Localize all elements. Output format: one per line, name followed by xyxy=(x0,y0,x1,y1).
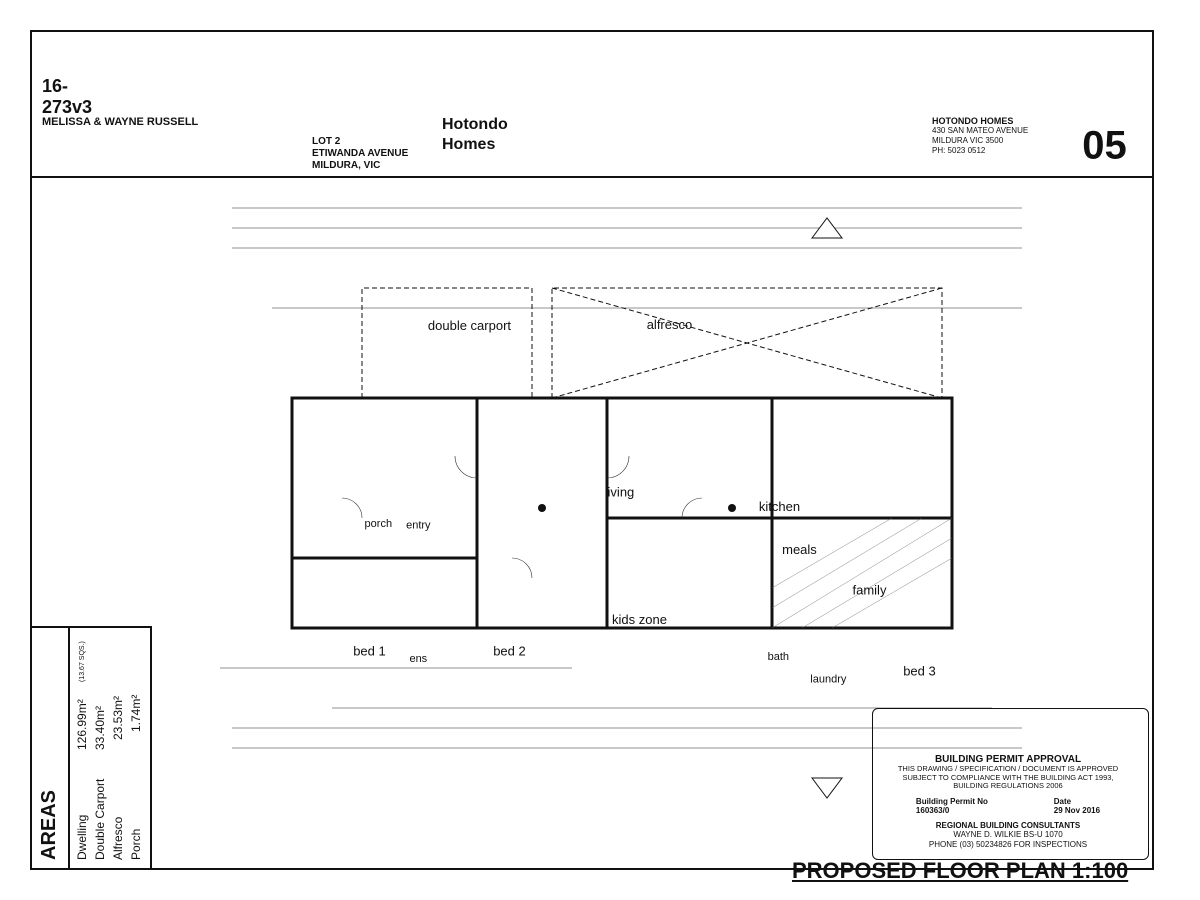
permit-stamp: BUILDING PERMIT APPROVAL THIS DRAWING / … xyxy=(872,708,1149,860)
area-value-porch: 1.74m² xyxy=(129,694,143,732)
builder-address-1: 430 SAN MATEO AVENUE xyxy=(932,126,1029,135)
area-label-porch: Porch xyxy=(129,828,143,860)
room-laundry: laundry xyxy=(810,673,847,686)
permit-text: BUILDING REGULATIONS 2006 xyxy=(953,781,1063,791)
room-kids-zone: kids zone xyxy=(612,612,667,628)
room-entry: entry xyxy=(406,519,431,532)
room-bed1: bed 1 xyxy=(353,643,386,659)
section-marker-bottom xyxy=(811,777,843,799)
floor-plan xyxy=(220,207,1022,799)
room-family: family xyxy=(852,582,887,598)
areas-title: AREAS xyxy=(38,789,60,860)
area-value-carport: 33.40m² xyxy=(93,705,107,750)
job-address-2: ETIWANDA AVENUE xyxy=(312,148,409,159)
logo-homes: Homes xyxy=(442,136,496,153)
builder-address-2: MILDURA VIC 3500 xyxy=(932,136,1004,145)
room-bed2: bed 2 xyxy=(493,643,526,659)
room-living: living xyxy=(604,484,635,500)
sheet-number: 05 xyxy=(1082,123,1127,168)
area-value-alfresco: 23.53m² xyxy=(111,695,125,740)
job-number: 16-273v3 xyxy=(42,76,93,117)
permit-date-label: Date xyxy=(1053,797,1072,807)
drawing-border: AREAS Dwelling 126.99m² (13.67 SQS.) Dou… xyxy=(30,30,1154,883)
room-bed3: bed 3 xyxy=(903,663,936,679)
area-label-dwelling: Dwelling xyxy=(75,814,89,860)
job-address-3: MILDURA, VIC xyxy=(312,160,381,171)
section-marker-top xyxy=(811,217,843,239)
client-name: MELISSA & WAYNE RUSSELL xyxy=(42,116,199,128)
builder-phone: PH: 5023 0512 xyxy=(932,146,986,155)
areas-table: AREAS Dwelling 126.99m² (13.67 SQS.) Dou… xyxy=(32,626,152,868)
area-label-alfresco: Alfresco xyxy=(111,816,125,860)
room-meals: meals xyxy=(782,542,817,558)
area-value-dwelling: 126.99m² xyxy=(75,699,89,750)
room-ens: ens xyxy=(409,652,428,665)
permit-surveyor: WAYNE D. WILKIE BS-U 1070 xyxy=(953,830,1063,840)
builder-name: HOTONDO HOMES xyxy=(932,116,1014,126)
room-alfresco: alfresco xyxy=(646,316,693,332)
plan-title: PROPOSED FLOOR PLAN 1:100 xyxy=(792,858,1129,883)
smoke-alarm-icon xyxy=(728,504,736,512)
room-bath: bath xyxy=(767,650,790,663)
area-label-carport: Double Carport xyxy=(93,778,107,860)
permit-phone: PHONE (03) 50234826 FOR INSPECTIONS xyxy=(928,839,1088,849)
room-kitchen: kitchen xyxy=(758,498,801,514)
permit-no: 160363/0 xyxy=(915,806,950,816)
room-porch: porch xyxy=(364,517,393,530)
title-block: 05 16-273v3 MELISSA & WAYNE RUSSELL LOT … xyxy=(32,30,1152,178)
room-double-carport: double carport xyxy=(427,317,512,333)
smoke-alarm-icon xyxy=(538,504,546,512)
area-extra-dwelling: (13.67 SQS.) xyxy=(79,641,86,682)
permit-date: 29 Nov 2016 xyxy=(1053,806,1101,816)
permit-no-label: Building Permit No xyxy=(915,797,988,807)
logo-hotondo: Hotondo xyxy=(442,116,508,133)
permit-company: REGIONAL BUILDING CONSULTANTS xyxy=(935,821,1081,831)
job-address-1: LOT 2 xyxy=(312,136,341,147)
